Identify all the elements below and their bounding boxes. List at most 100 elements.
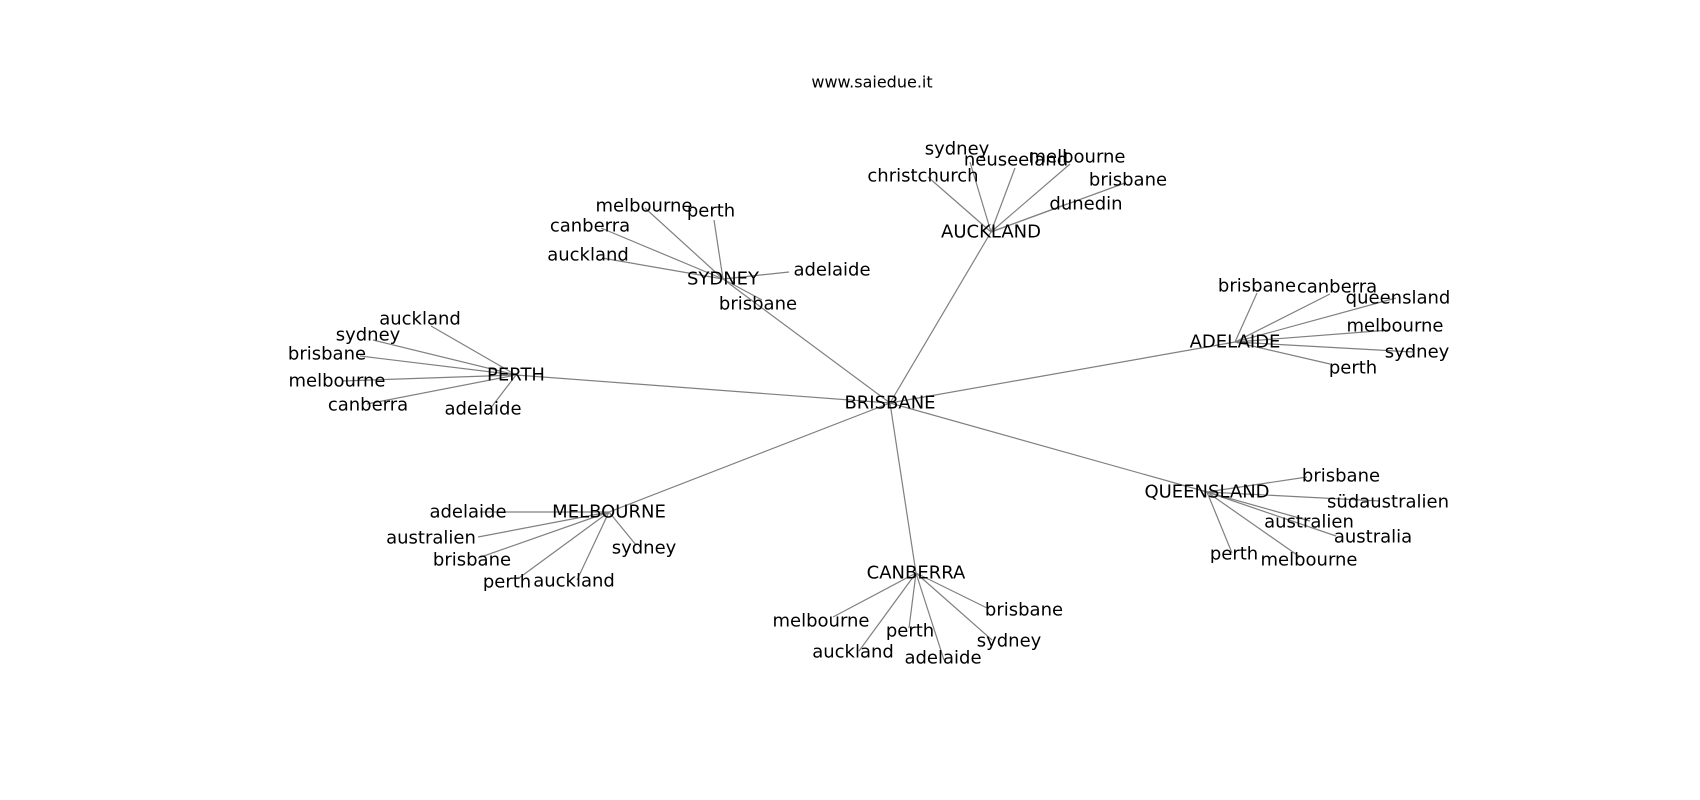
edge-adelaide-brisbane — [1234, 292, 1258, 343]
edge-auckland-sydney — [969, 161, 992, 233]
edge-queensland-sudaustralien — [1206, 491, 1381, 502]
edge-sydney-perth — [713, 219, 724, 280]
leaf-label-queensland-perth: perth — [1210, 544, 1258, 565]
edge-root-sydney — [722, 278, 891, 404]
leaf-label-perth-adelaide: adelaide — [444, 399, 521, 420]
leaf-label-adelaide-queensland: queensland — [1346, 288, 1451, 309]
hub-label-auckland: AUCKLAND — [941, 222, 1041, 243]
leaf-label-perth-melbourne: melbourne — [288, 371, 385, 392]
edge-auckland-neuseeland — [990, 167, 1016, 233]
edge-root-adelaide — [889, 341, 1236, 404]
edge-adelaide-sydney — [1234, 341, 1414, 353]
leaf-label-sydney-adelaide: adelaide — [793, 260, 870, 281]
leaf-label-melbourne-adelaide: adelaide — [429, 502, 506, 523]
leaf-label-sydney-melbourne: melbourne — [595, 196, 692, 217]
edge-melbourne-perth — [518, 511, 610, 579]
leaf-label-melbourne-auckland: auckland — [533, 571, 615, 592]
edge-perth-canberra — [366, 374, 517, 405]
edge-perth-auckland — [430, 325, 517, 376]
leaf-label-canberra-sydney: sydney — [977, 631, 1042, 652]
edge-melbourne-australien — [477, 511, 610, 538]
edge-canberra-brisbane — [915, 572, 988, 609]
leaf-label-adelaide-perth: perth — [1329, 358, 1377, 379]
leaf-label-queensland-australia: australia — [1334, 527, 1412, 548]
edge-sydney-adelaide — [722, 271, 790, 280]
edge-root-queensland — [889, 402, 1208, 493]
edge-queensland-perth — [1206, 491, 1233, 554]
leaf-label-queensland-brisbane: brisbane — [1302, 466, 1380, 487]
leaf-label-canberra-adelaide: adelaide — [904, 648, 981, 669]
leaf-label-perth-brisbane: brisbane — [288, 344, 366, 365]
edge-adelaide-canberra — [1234, 293, 1331, 343]
leaf-label-melbourne-brisbane: brisbane — [433, 550, 511, 571]
edge-canberra-sydney — [915, 572, 993, 641]
leaf-label-auckland-brisbane: brisbane — [1089, 170, 1167, 191]
hub-label-melbourne: MELBOURNE — [552, 502, 666, 523]
leaf-label-canberra-auckland: auckland — [812, 642, 894, 663]
edge-root-perth — [515, 374, 891, 404]
leaf-label-queensland-melbourne: melbourne — [1260, 550, 1357, 571]
leaf-label-sydney-perth: perth — [687, 201, 735, 222]
leaf-label-melbourne-perth: perth — [483, 572, 531, 593]
edge-canberra-adelaide — [915, 572, 945, 661]
edge-adelaide-melbourne — [1234, 329, 1391, 343]
leaf-label-adelaide-brisbane: brisbane — [1218, 276, 1296, 297]
hub-label-perth: PERTH — [487, 365, 545, 386]
leaf-label-canberra-perth: perth — [886, 621, 934, 642]
node-labels: BRISBANESYDNEYmelbourneperthcanberraauck… — [288, 139, 1450, 669]
root-node-label: BRISBANE — [844, 393, 935, 414]
leaf-label-auckland-neuseeland: neuseeland — [964, 150, 1068, 171]
edge-sydney-brisbane — [722, 278, 763, 301]
edge-queensland-brisbane — [1206, 476, 1308, 493]
edge-root-auckland — [889, 231, 992, 404]
edge-canberra-melbourne — [832, 572, 917, 618]
leaf-label-adelaide-sydney: sydney — [1385, 342, 1450, 363]
leaf-label-perth-sydney: sydney — [336, 325, 401, 346]
leaf-label-auckland-melbourne: melbourne — [1028, 147, 1125, 168]
leaf-label-canberra-brisbane: brisbane — [985, 600, 1063, 621]
edge-sydney-melbourne — [644, 207, 724, 280]
edge-adelaide-perth — [1234, 341, 1331, 365]
leaf-label-perth-auckland: auckland — [379, 309, 461, 330]
leaf-label-auckland-sydney: sydney — [925, 139, 990, 160]
leaf-label-melbourne-sydney: sydney — [612, 538, 677, 559]
edges — [341, 161, 1414, 661]
leaf-label-auckland-dunedin: dunedin — [1049, 194, 1122, 215]
edge-perth-brisbane — [359, 355, 517, 376]
edge-auckland-melbourne — [990, 163, 1071, 233]
edge-sydney-auckland — [601, 257, 724, 280]
edge-queensland-australien — [1206, 491, 1311, 522]
site-title: www.saiedue.it — [811, 73, 932, 92]
edge-melbourne-sydney — [608, 511, 637, 546]
edge-melbourne-auckland — [576, 511, 610, 581]
edge-auckland-christchurch — [927, 176, 992, 233]
leaf-label-auckland-christchurch: christchurch — [867, 166, 978, 187]
edge-perth-adelaide — [489, 374, 517, 410]
edge-perth-melbourne — [341, 374, 517, 382]
edge-adelaide-queensland — [1234, 297, 1397, 343]
edge-root-canberra — [889, 402, 917, 574]
edge-melbourne-brisbane — [477, 511, 610, 559]
leaf-label-queensland-sudaustralien: südaustralien — [1327, 492, 1449, 513]
hub-label-queensland: QUEENSLAND — [1144, 482, 1269, 503]
edge-sydney-canberra — [600, 227, 724, 280]
edge-canberra-auckland — [858, 572, 917, 652]
hub-label-adelaide: ADELAIDE — [1190, 332, 1281, 353]
hub-label-sydney: SYDNEY — [687, 269, 760, 290]
leaf-label-queensland-australien: australien — [1264, 512, 1354, 533]
leaf-label-adelaide-canberra: canberra — [1297, 277, 1377, 298]
leaf-label-melbourne-australien: australien — [386, 528, 476, 549]
leaf-label-sydney-brisbane: brisbane — [719, 294, 797, 315]
edge-root-melbourne — [608, 402, 891, 513]
edge-perth-sydney — [372, 339, 517, 376]
hub-label-canberra: CANBERRA — [867, 563, 966, 584]
edge-canberra-perth — [908, 572, 917, 629]
leaf-label-sydney-canberra: canberra — [550, 216, 630, 237]
leaf-label-perth-canberra: canberra — [328, 395, 408, 416]
leaf-label-sydney-auckland: auckland — [547, 245, 629, 266]
edge-queensland-melbourne — [1206, 491, 1301, 558]
edge-queensland-australia — [1206, 491, 1337, 537]
leaf-label-canberra-melbourne: melbourne — [772, 611, 869, 632]
leaf-label-adelaide-melbourne: melbourne — [1346, 316, 1443, 337]
edge-auckland-dunedin — [990, 203, 1068, 233]
